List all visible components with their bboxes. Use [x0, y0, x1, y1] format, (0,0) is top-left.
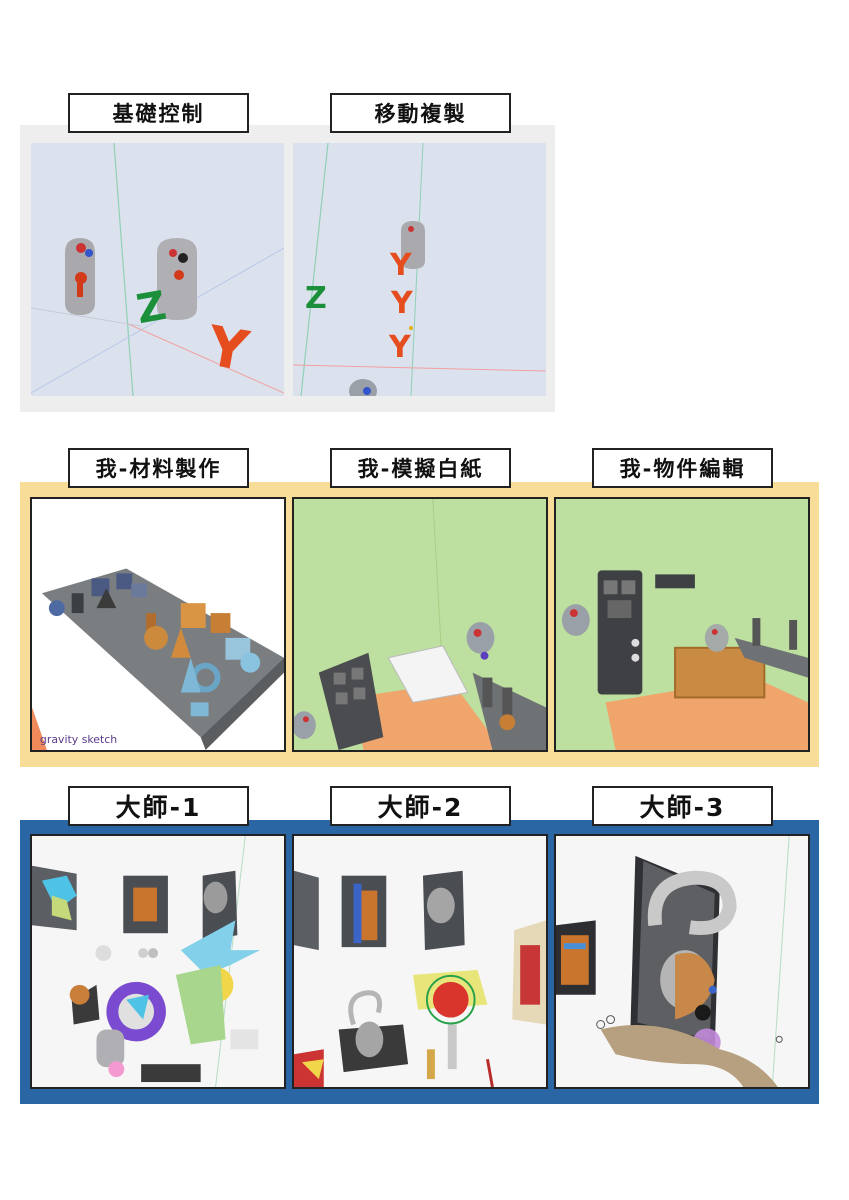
left-controller-icon — [65, 238, 95, 315]
row3-label-master-3: 大師-3 — [592, 786, 773, 826]
controller-icon — [466, 622, 495, 660]
master-3-screenshot — [554, 834, 810, 1089]
axis-y-label-2: Y — [390, 286, 414, 321]
controller-icon-right — [704, 624, 729, 652]
controller-icon-left — [561, 604, 590, 636]
row2-label-object-edit: 我-物件編輯 — [592, 448, 773, 488]
paper-simulation-screenshot — [292, 497, 548, 752]
gravity-sketch-watermark: gravity sketch — [40, 733, 117, 746]
row2-label-paper: 我-模擬白紙 — [330, 448, 511, 488]
master-2-screenshot — [292, 834, 548, 1089]
right-controller-icon — [157, 238, 197, 320]
row3-label-master-2: 大師-2 — [330, 786, 511, 826]
controller-icon-bottom — [349, 379, 377, 396]
basic-control-screenshot: Z Y — [31, 143, 284, 396]
axis-z-label: Z — [305, 281, 327, 316]
row2-label-material: 我-材料製作 — [68, 448, 249, 488]
axis-y-label-1: Y — [389, 248, 413, 283]
material-screenshot: gravity sketch — [30, 497, 286, 752]
move-copy-screenshot: Z Y Y Y — [293, 143, 546, 396]
row1-label-move-copy: 移動複製 — [330, 93, 511, 133]
object-edit-screenshot — [554, 497, 810, 752]
row1-label-basic-control: 基礎控制 — [68, 93, 249, 133]
axis-y-label-3: Y — [388, 330, 412, 365]
controller-icon — [401, 221, 425, 269]
row3-label-master-1: 大師-1 — [68, 786, 249, 826]
master-1-screenshot — [30, 834, 286, 1089]
